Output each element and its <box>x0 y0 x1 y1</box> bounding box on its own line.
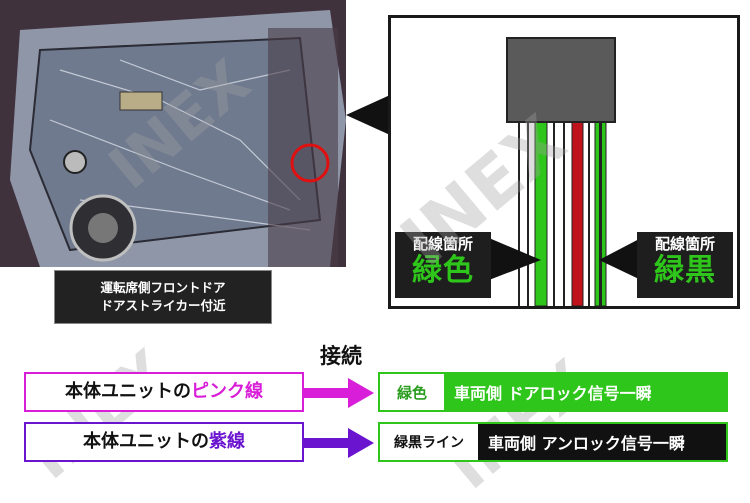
caption-line2: ドアストライカー付近 <box>100 298 226 313</box>
left-label-small: 配線箇所 <box>412 235 473 253</box>
row2-left-prefix: 本体ユニットの <box>83 431 209 452</box>
row2-desc: 車両側 アンロック信号一瞬 <box>488 434 685 453</box>
left-label-big: 緑色 <box>412 253 474 288</box>
caption-line1: 運転席側フロントドア <box>100 280 226 295</box>
left-wire-label: 配線箇所 緑色 <box>395 232 491 298</box>
row2-right-box: 緑黒ライン 車両側 アンロック信号一瞬 <box>378 422 728 462</box>
row2-arrow <box>304 428 374 458</box>
watermark-3: INEX <box>16 336 184 494</box>
row1-left-prefix: 本体ユニットの <box>65 381 191 402</box>
right-label-big: 緑黒 <box>654 253 716 288</box>
right-label-small: 配線箇所 <box>654 235 715 253</box>
row2-left-colored: 紫線 <box>209 431 245 452</box>
door-photo <box>0 0 346 267</box>
row1-left-box: 本体ユニットのピンク線 <box>24 372 304 412</box>
wire-diagram <box>489 37 641 306</box>
row1-desc: 車両側 ドアロック信号一瞬 <box>454 384 652 403</box>
highlight-circle <box>290 143 330 183</box>
row1-arrow <box>304 378 374 408</box>
pointer-arrow <box>346 95 390 135</box>
row2-tag: 緑黒ライン <box>380 424 478 460</box>
connector-block <box>506 37 616 123</box>
connector-detail: 配線箇所 緑色 配線箇所 緑黒 <box>388 15 740 309</box>
row1-right-box: 緑色 車両側 ドアロック信号一瞬 <box>378 372 728 412</box>
photo-caption: 運転席側フロントドア ドアストライカー付近 <box>54 270 272 324</box>
row2-left-box: 本体ユニットの紫線 <box>24 422 304 462</box>
row1-tag: 緑色 <box>380 374 444 410</box>
right-wire-label: 配線箇所 緑黒 <box>637 232 733 298</box>
connect-title: 接続 <box>320 344 362 368</box>
row1-left-colored: ピンク線 <box>191 381 263 402</box>
